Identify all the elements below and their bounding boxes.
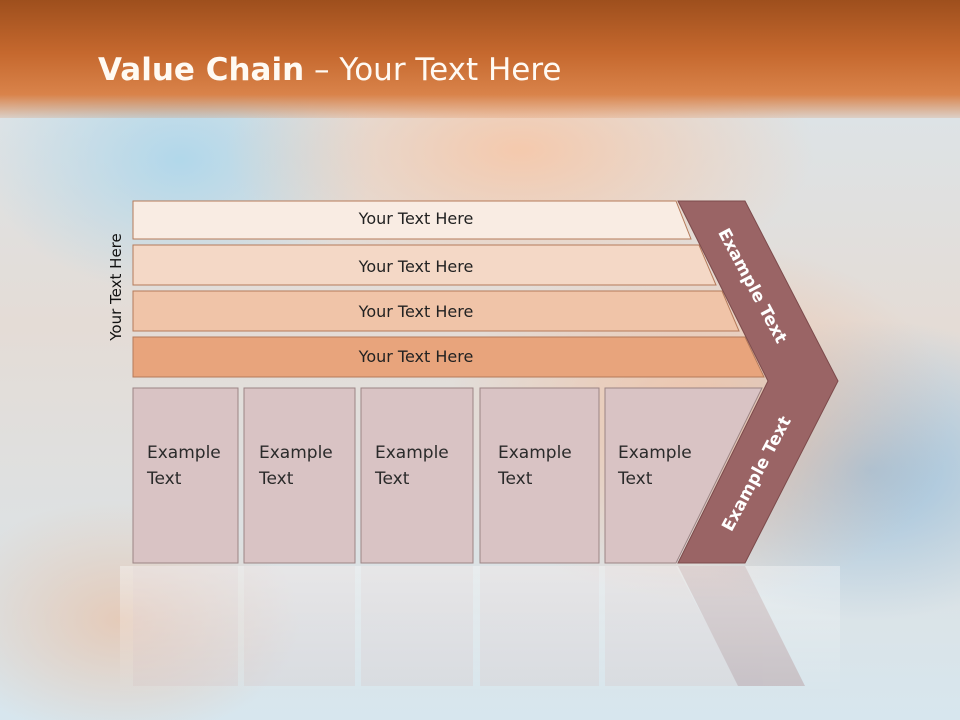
cell-5-text: Example Text bbox=[618, 443, 692, 489]
cell-4-text: Example Text bbox=[498, 443, 572, 489]
primary-cell-label-5: Example Text bbox=[618, 440, 692, 492]
title-bar bbox=[0, 0, 960, 118]
support-band-label-1: Your Text Here bbox=[358, 209, 474, 228]
primary-cell-4 bbox=[479, 387, 600, 564]
primary-cell-5 bbox=[604, 387, 763, 564]
support-band-2 bbox=[132, 244, 717, 286]
primary-cell-1 bbox=[132, 387, 239, 564]
primary-cell-3 bbox=[360, 387, 474, 564]
support-band-label-2: Your Text Here bbox=[358, 257, 474, 276]
primary-cell-label-1: Example Text bbox=[147, 440, 221, 492]
cell-1-text: Example Text bbox=[147, 443, 221, 489]
page-title: Value Chain – Your Text Here bbox=[98, 52, 561, 88]
support-band-3 bbox=[132, 290, 740, 332]
primary-cell-2 bbox=[243, 387, 356, 564]
support-band-1 bbox=[132, 200, 692, 240]
primary-cell-label-4: Example Text bbox=[498, 440, 572, 492]
cell-2-text: Example Text bbox=[259, 443, 333, 489]
cell-3-text: Example Text bbox=[375, 443, 449, 489]
primary-cell-label-3: Example Text bbox=[375, 440, 449, 492]
support-band-label-4: Your Text Here bbox=[358, 347, 474, 366]
support-band-label-3: Your Text Here bbox=[358, 302, 474, 321]
support-band-4 bbox=[132, 336, 765, 378]
title-rest: – Your Text Here bbox=[304, 52, 562, 88]
primary-cell-label-2: Example Text bbox=[259, 440, 333, 492]
margin-chevron bbox=[677, 200, 839, 564]
title-bold: Value Chain bbox=[98, 52, 305, 88]
